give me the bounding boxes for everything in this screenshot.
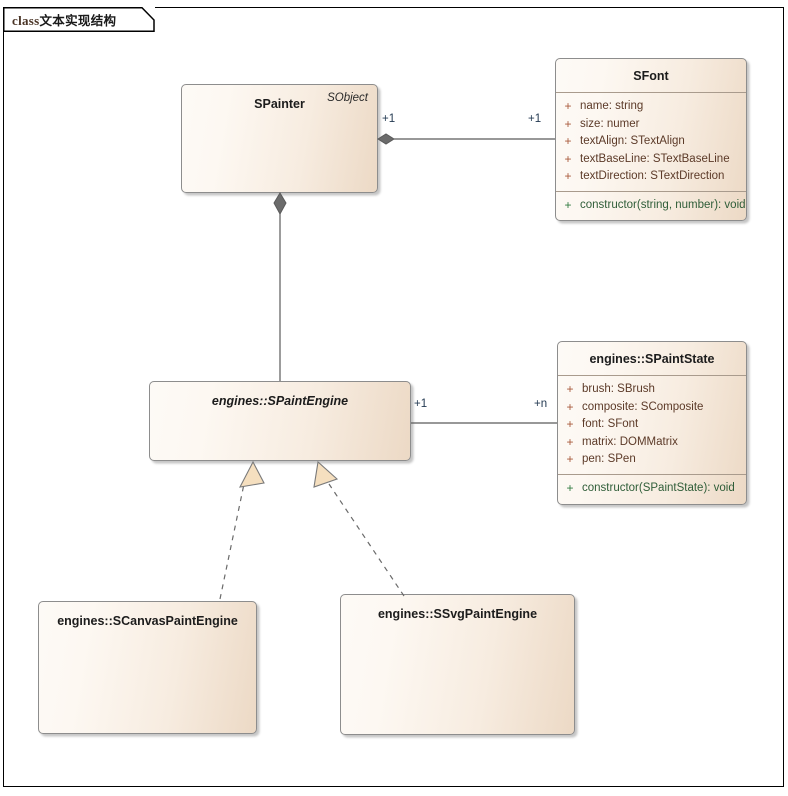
class-stereotype-spainter: SObject [327, 92, 368, 104]
visibility-marker: + [564, 116, 572, 131]
attribute-row: + size: numer [556, 116, 746, 134]
attribute-row: + brush: SBrush [558, 381, 746, 399]
attribute-text: composite: SComposite [582, 400, 704, 413]
visibility-marker: + [566, 382, 574, 397]
diagram-title-text: 文本实现结构 [39, 14, 117, 28]
visibility-marker: + [564, 169, 572, 184]
attribute-text: textDirection: STextDirection [580, 170, 725, 183]
attribute-row: + font: SFont [558, 416, 746, 434]
visibility-marker: + [566, 480, 574, 495]
multiplicity-spainter-sfont-source: +1 [382, 113, 396, 125]
attribute-text: matrix: DOMMatrix [582, 435, 678, 448]
class-box-sfont[interactable]: SFont + name: string + size: numer + tex… [555, 58, 747, 221]
diagram-title-keyword: class [12, 13, 40, 28]
diagram-frame [3, 7, 784, 787]
diagram-title: class文本实现结构 [12, 10, 116, 29]
class-box-spaintengine[interactable]: engines::SPaintEngine [149, 381, 411, 461]
attribute-text: brush: SBrush [582, 383, 655, 396]
attribute-text: size: numer [580, 117, 640, 130]
class-box-scanvaspaintengine[interactable]: engines::SCanvasPaintEngine [38, 601, 257, 734]
multiplicity-spaintengine-spaintstate-source: +1 [414, 398, 428, 410]
visibility-marker: + [564, 134, 572, 149]
operation-text: constructor(SPaintState): void [582, 481, 735, 494]
class-title-spainter: SPainter [254, 97, 305, 111]
class-operations-sfont: + constructor(string, number): void [556, 190, 746, 220]
attribute-row: + pen: SPen [558, 451, 746, 469]
attribute-row: + composite: SComposite [558, 399, 746, 417]
attribute-row: + textBaseLine: STextBaseLine [556, 151, 746, 169]
operation-row: + constructor(string, number): void [556, 197, 746, 215]
operation-row: + constructor(SPaintState): void [558, 480, 746, 498]
frame-tab-shape [3, 7, 155, 32]
class-attributes-sfont: + name: string + size: numer + textAlign… [556, 93, 746, 191]
attribute-row: + name: string [556, 98, 746, 116]
attribute-text: pen: SPen [582, 453, 636, 466]
class-title-spaintengine: engines::SPaintEngine [211, 394, 349, 408]
class-attributes-spaintstate: + brush: SBrush + composite: SComposite … [558, 376, 746, 474]
multiplicity-spainter-sfont-target: +1 [528, 113, 542, 125]
class-box-spainter[interactable]: SObject SPainter [181, 84, 378, 193]
class-title-sfont: SFont [556, 59, 746, 94]
visibility-marker: + [566, 452, 574, 467]
class-operations-spaintstate: + constructor(SPaintState): void [558, 473, 746, 503]
class-box-spaintstate[interactable]: engines::SPaintState + brush: SBrush + c… [557, 341, 747, 505]
attribute-row: + textDirection: STextDirection [556, 168, 746, 186]
multiplicity-spaintengine-spaintstate-target: +n [534, 398, 548, 410]
visibility-marker: + [566, 399, 574, 414]
class-title-ssvgpaintengine: engines::SSvgPaintEngine [377, 607, 538, 621]
class-box-ssvgpaintengine[interactable]: engines::SSvgPaintEngine [340, 594, 575, 735]
visibility-marker: + [564, 197, 572, 212]
attribute-row: + matrix: DOMMatrix [558, 434, 746, 452]
attribute-text: textAlign: STextAlign [580, 135, 685, 148]
visibility-marker: + [566, 434, 574, 449]
attribute-text: name: string [580, 100, 644, 113]
visibility-marker: + [564, 99, 572, 114]
class-title-spaintstate: engines::SPaintState [558, 342, 746, 377]
attribute-text: font: SFont [582, 418, 639, 431]
class-title-scanvaspaintengine: engines::SCanvasPaintEngine [57, 614, 238, 628]
attribute-row: + textAlign: STextAlign [556, 133, 746, 151]
diagram-frame-tab: class文本实现结构 [3, 7, 155, 32]
attribute-text: textBaseLine: STextBaseLine [580, 152, 730, 165]
visibility-marker: + [566, 417, 574, 432]
visibility-marker: + [564, 151, 572, 166]
operation-text: constructor(string, number): void [580, 198, 746, 211]
